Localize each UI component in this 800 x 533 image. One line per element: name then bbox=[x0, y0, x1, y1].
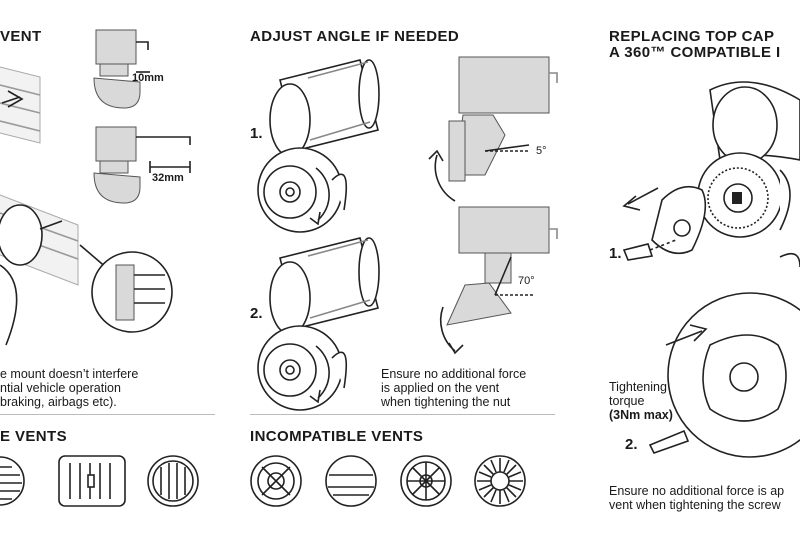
torque-line2: torque bbox=[609, 394, 645, 408]
torque-line1: Tightening bbox=[609, 380, 667, 394]
mount-clip-32mm-icon bbox=[93, 126, 191, 204]
cap-install-illustration bbox=[648, 252, 800, 458]
dim-32mm: 32mm bbox=[152, 172, 184, 184]
vent-slats-illustration bbox=[0, 66, 41, 144]
incompatible-vent-radial-icon bbox=[474, 455, 526, 507]
mount-clip-10mm-icon bbox=[93, 29, 150, 109]
middle-note-line2: is applied on the vent bbox=[381, 381, 500, 395]
compatible-vent-rect-icon bbox=[58, 455, 126, 507]
angle-5deg-illustration bbox=[428, 56, 558, 202]
angle-70deg-label: 70° bbox=[518, 275, 535, 287]
right-note-line2: vent when tightening the screw bbox=[609, 498, 781, 512]
angle-70deg-illustration bbox=[439, 206, 558, 355]
step2-label: 2. bbox=[250, 305, 263, 322]
compatible-vents-heading: E VENTS bbox=[0, 428, 67, 445]
middle-heading: ADJUST ANGLE IF NEEDED bbox=[250, 28, 460, 45]
compatible-vent-circle-icon bbox=[147, 455, 199, 507]
left-divider bbox=[0, 414, 215, 415]
mount-adjust-step1-illustration bbox=[257, 59, 380, 233]
torque-value: (3Nm max) bbox=[609, 408, 673, 422]
right-heading-line2: A 360™ COMPATIBLE I bbox=[609, 44, 781, 61]
right-step1-label: 1. bbox=[609, 245, 622, 262]
middle-divider bbox=[250, 414, 555, 415]
cap-removal-illustration bbox=[622, 81, 800, 261]
right-step2-label: 2. bbox=[625, 436, 638, 453]
middle-note-line3: when tightening the nut bbox=[381, 395, 511, 409]
left-note-line3: braking, airbags etc). bbox=[0, 395, 117, 409]
right-heading-line1: REPLACING TOP CAP bbox=[609, 28, 775, 45]
right-note-line1: Ensure no additional force is ap bbox=[609, 484, 785, 498]
mount-adjust-step2-illustration bbox=[257, 237, 380, 411]
dim-10mm: 10mm bbox=[132, 72, 164, 84]
incompatible-vents-heading: INCOMPATIBLE VENTS bbox=[250, 428, 424, 445]
incompatible-vent-dome-icon bbox=[325, 455, 377, 507]
step1-label: 1. bbox=[250, 125, 263, 142]
middle-note-line1: Ensure no additional force bbox=[381, 367, 527, 381]
incompatible-vent-spoke-icon bbox=[400, 455, 452, 507]
angle-5deg-label: 5° bbox=[536, 145, 547, 157]
incompatible-vent-cross-icon bbox=[250, 455, 302, 507]
left-note-line2: ntial vehicle operation bbox=[0, 381, 121, 395]
compatible-vent-round-icon bbox=[0, 456, 25, 506]
mount-on-vent-illustration bbox=[0, 194, 173, 346]
left-note-line1: e mount doesn’t interfere bbox=[0, 367, 139, 381]
left-heading: VENT bbox=[0, 28, 42, 45]
